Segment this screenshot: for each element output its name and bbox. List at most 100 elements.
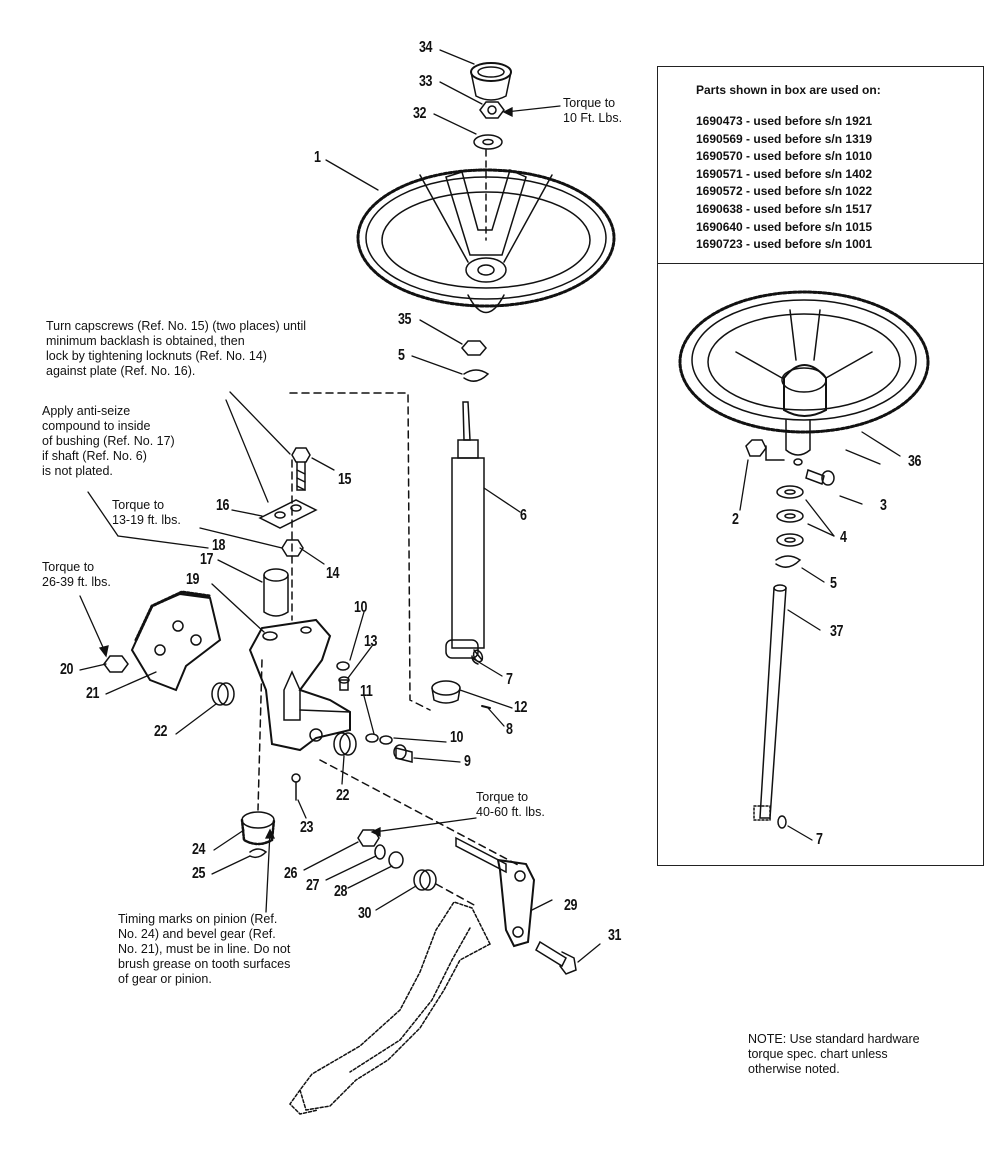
callout-36: 36 [908,453,922,470]
washer [473,134,503,150]
washer-28 [388,851,404,869]
steering-bracket [248,618,351,752]
bearing [333,732,357,756]
callout-7: 7 [506,671,513,688]
washer-11 [365,733,379,743]
callout-23: 23 [300,819,314,836]
callout-25: 25 [192,865,206,882]
spacer-4 [776,485,804,499]
callout-4: 4 [840,529,847,546]
nut-20 [103,655,129,673]
callout-18: 18 [212,537,226,554]
steering-wheel [356,168,616,314]
callout-31: 31 [608,927,622,944]
bolt-9 [393,744,413,763]
callout-20: 20 [60,661,74,678]
callout-1: 1 [314,149,321,166]
parts-box: Parts shown in box are used on: 1690473 … [657,66,984,866]
callout-35: 35 [398,311,412,328]
bolt-31 [535,940,577,975]
callout-22: 22 [154,723,168,740]
callout-5b: 5 [830,575,837,592]
key-7 [777,815,787,829]
parts-box-item: 1690638 - used before s/n 1517 [696,201,873,216]
callout-6: 6 [520,507,527,524]
callout-33: 33 [419,73,433,90]
plate [258,499,318,529]
callout-10b: 10 [354,599,368,616]
callout-16: 16 [216,497,230,514]
parts-box-list: 1690473 - used before s/n 1921 1690569 -… [696,113,872,254]
locknut [281,539,304,557]
bolt-3 [805,469,835,486]
snap-ring-5 [775,555,802,568]
parts-box-item: 1690640 - used before s/n 1015 [696,219,873,234]
parts-box-divider [658,263,983,264]
fitting [338,676,350,691]
callout-8: 8 [506,721,513,738]
callout-7b: 7 [816,831,823,848]
callout-30: 30 [358,905,372,922]
parts-box-item: 1690473 - used before s/n 1921 [696,114,873,128]
callout-9: 9 [464,753,471,770]
bushing [263,568,289,617]
callout-17: 17 [200,551,214,568]
callout-34: 34 [419,39,433,56]
callout-24: 24 [192,841,206,858]
callout-11: 11 [360,683,373,700]
callout-28: 28 [334,883,348,900]
key [472,649,484,663]
parts-box-item: 1690569 - used before s/n 1319 [696,131,873,146]
callout-26: 26 [284,865,298,882]
callout-32: 32 [413,105,427,122]
callout-5: 5 [398,347,405,364]
parts-box-item: 1690723 - used before s/n 1001 [696,237,873,252]
alt-steering-wheel [678,290,930,466]
steering-shaft [445,401,485,665]
note-capscrews: Turn capscrews (Ref. No. 15) (two places… [46,319,307,378]
spacer-4 [776,533,804,547]
callout-27: 27 [306,877,320,894]
bearing [211,682,235,706]
nut [461,340,487,356]
spacer-4 [776,509,804,523]
callout-2: 2 [732,511,739,528]
parts-box-title: Parts shown in box are used on: [696,83,881,97]
nut-26 [357,829,380,847]
leader-lines [79,49,901,963]
drag-link [289,901,491,1115]
lockwasher-10 [379,735,393,745]
callout-15: 15 [338,471,352,488]
callout-22b: 22 [336,787,350,804]
callout-3: 3 [880,497,887,514]
grease-fitting [291,773,301,801]
hex-nut [479,101,505,119]
lockwasher [336,661,350,671]
callout-21: 21 [86,685,100,702]
gear-collar [431,680,461,704]
horn-cap [470,62,512,101]
pitman-arm [455,836,536,948]
parts-box-item: 1690572 - used before s/n 1022 [696,184,873,199]
snap-ring [463,369,490,382]
callout-10: 10 [450,729,464,746]
callout-14: 14 [326,565,340,582]
note-timing: Timing marks on pinion (Ref.No. 24) and … [118,912,291,986]
callout-12: 12 [514,699,528,716]
pinion [240,811,276,846]
steering-shaft-37 [753,584,787,821]
spacer-30 [413,869,437,891]
capscrew [291,447,311,491]
callout-37: 37 [830,623,844,640]
parts-box-item: 1690570 - used before s/n 1010 [696,149,873,164]
lockwasher-27 [374,844,386,860]
parts-box-item: 1690571 - used before s/n 1402 [696,166,873,181]
callout-29: 29 [564,897,578,914]
